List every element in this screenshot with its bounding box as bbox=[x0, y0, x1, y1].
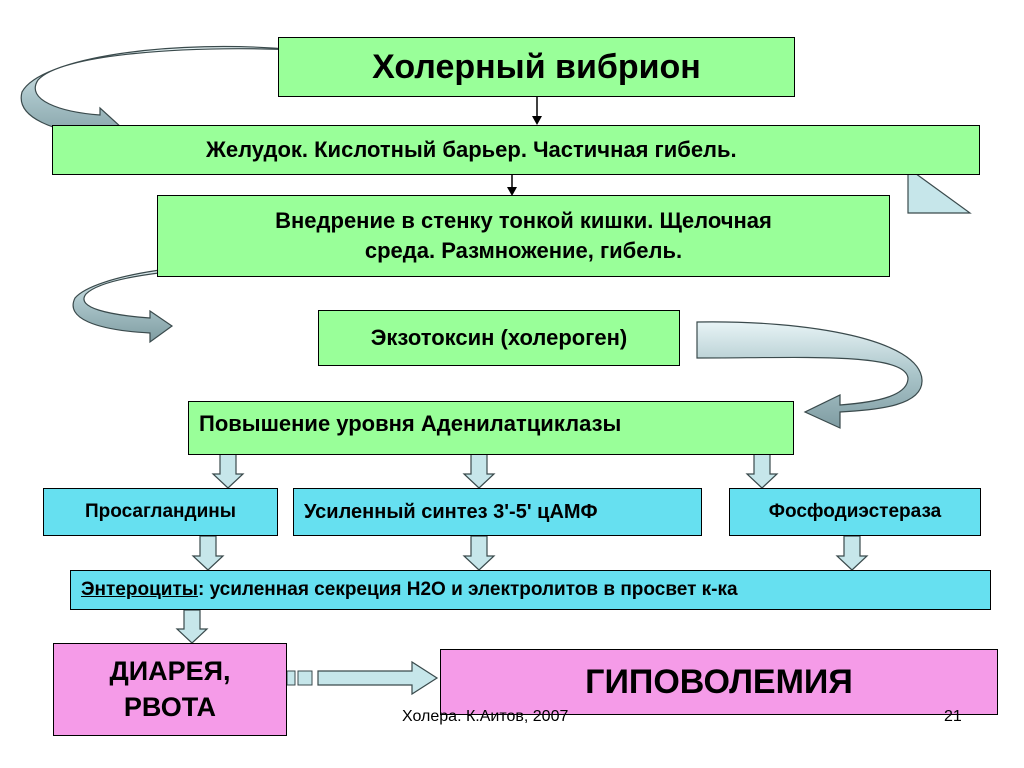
down-arrow-icon bbox=[745, 449, 779, 489]
horizontal-arrow-icon bbox=[286, 660, 439, 696]
phosphodiesterase-box: Фосфодиэстераза bbox=[729, 488, 981, 536]
phosphodiesterase-text: Фосфодиэстераза bbox=[768, 501, 942, 522]
prostaglandins-box: Просагландины bbox=[43, 488, 278, 536]
down-arrow-icon bbox=[191, 535, 225, 571]
intestine-text-line1: Внедрение в стенку тонкой кишки. Щелочна… bbox=[275, 208, 772, 234]
adenylate-text: Повышение уровня Аденилатциклазы bbox=[199, 411, 622, 436]
diarrhea-text-line1: ДИАРЕЯ, bbox=[109, 656, 231, 687]
enterocytes-label: Энтероциты bbox=[81, 579, 198, 600]
stomach-box: Желудок. Кислотный барьер. Частичная гиб… bbox=[52, 125, 980, 175]
slide-number: 21 bbox=[944, 708, 962, 725]
curved-arrow-icon bbox=[696, 321, 923, 429]
title-text: Холерный вибрион bbox=[372, 47, 701, 86]
down-arrow-icon bbox=[211, 449, 245, 489]
stomach-text: Желудок. Кислотный барьер. Частичная гиб… bbox=[206, 137, 737, 162]
exotoxin-box: Экзотоксин (холероген) bbox=[318, 310, 680, 366]
diarrhea-text-line2: РВОТА bbox=[123, 691, 217, 722]
hypovolemia-text: ГИПОВОЛЕМИЯ bbox=[585, 662, 853, 701]
camp-text: Усиленный синтез 3'-5' цАМФ bbox=[304, 500, 598, 523]
curved-arrow-icon bbox=[72, 263, 301, 344]
down-arrow-icon bbox=[462, 535, 496, 571]
down-arrow-icon bbox=[175, 609, 209, 644]
enterocytes-box: Энтероциты: усиленная секреция Н2О и эле… bbox=[70, 570, 991, 610]
intestine-box: Внедрение в стенку тонкой кишки. Щелочна… bbox=[157, 195, 890, 277]
enterocytes-text: : усиленная секреция Н2О и электролитов … bbox=[197, 579, 738, 600]
hypovolemia-box: ГИПОВОЛЕМИЯ bbox=[440, 649, 998, 715]
exotoxin-text: Экзотоксин (холероген) bbox=[370, 325, 628, 350]
intestine-text-line2: среда. Размножение, гибель. bbox=[364, 238, 683, 263]
camp-box: Усиленный синтез 3'-5' цАМФ bbox=[293, 488, 702, 536]
adenylate-box: Повышение уровня Аденилатциклазы bbox=[188, 401, 794, 455]
diarrhea-box: ДИАРЕЯ, РВОТА bbox=[53, 643, 287, 736]
down-arrow-icon bbox=[835, 535, 869, 571]
prostaglandins-text: Просагландины bbox=[85, 501, 236, 522]
down-arrow-icon bbox=[462, 449, 496, 489]
title-box: Холерный вибрион bbox=[278, 37, 795, 97]
triangle-arrow-icon bbox=[907, 166, 972, 214]
footer-caption: Холера. К.Аитов, 2007 bbox=[402, 708, 569, 725]
